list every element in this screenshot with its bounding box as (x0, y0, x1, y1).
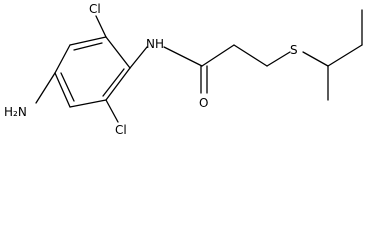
atom-label-cl-top: Cl (89, 2, 101, 16)
bond-sulfur-ch (302, 51, 329, 67)
ring-bond-c4-c5-inner (60, 72, 75, 102)
atom-label-cl-bottom: Cl (115, 123, 127, 137)
ring-bond-c5-c6 (54, 44, 71, 74)
ring-bond-c6-c1 (69, 36, 107, 46)
bond-carbonyl-ch2 (201, 44, 235, 67)
bond-c1-cl-top (95, 15, 107, 38)
atom-label-amino: H₂N (4, 105, 27, 119)
ring-bond-c3-c4 (69, 99, 107, 108)
bond-nh-carbonyl (163, 46, 203, 67)
benzene-ring (54, 36, 131, 108)
bond-c5-amino (35, 72, 56, 104)
bond-ch-ch2 (327, 44, 363, 67)
bond-ch2-ch2 (233, 44, 268, 67)
atom-label-sulfur: S (290, 43, 298, 57)
ring-bond-c3-c3-inner (102, 68, 125, 97)
atom-label-amine-nh: NH (146, 37, 164, 51)
atom-label-oxygen: O (199, 96, 208, 110)
ring-bond-c4-c5 (54, 72, 71, 108)
ring-bond-c2-c3 (105, 67, 131, 101)
ring-bond-c6-c1-inner (73, 42, 103, 51)
bond-c3-cl-bottom (105, 99, 119, 123)
bond-c2-nh (129, 46, 148, 69)
bond-ch2-sulfur (266, 51, 291, 67)
molecule-structure: Cl Cl NH H₂N S O (4, 2, 363, 137)
ring-bond-c1-c2 (105, 36, 131, 69)
